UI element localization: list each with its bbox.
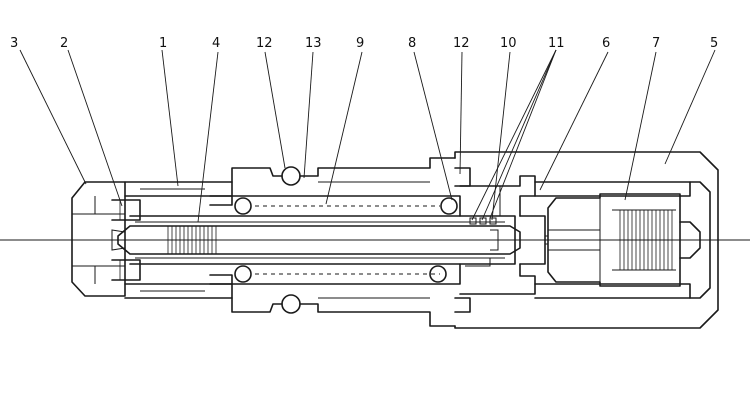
part-6-cap [519, 181, 691, 299]
seal-ring-bottom-left [281, 294, 301, 314]
spindle-threads [167, 226, 217, 254]
o-ring-4 [429, 265, 447, 283]
callout-6: 6 [602, 36, 610, 51]
callout-3: 3 [10, 36, 18, 51]
callout-7: 7 [652, 36, 660, 51]
part-4-spindle [117, 215, 521, 265]
solenoid-windings [619, 210, 673, 270]
callout-10: 10 [500, 36, 517, 51]
o-ring-1 [234, 197, 252, 215]
part-7-solenoid [545, 193, 701, 287]
o-rings [234, 197, 458, 283]
o-ring-2 [440, 197, 458, 215]
part-2-bushing [111, 199, 141, 281]
callout-13: 13 [305, 36, 322, 51]
callout-2: 2 [60, 36, 68, 51]
callout-12-right: 12 [453, 36, 470, 51]
part-9-sleeve [231, 195, 461, 285]
leader-lines [19, 49, 716, 223]
seal-ring-bottom-right [454, 297, 471, 313]
part-11-ball-2 [479, 217, 487, 225]
callout-9: 9 [356, 36, 364, 51]
callout-11: 11 [548, 36, 565, 51]
callout-8: 8 [408, 36, 416, 51]
callout-12-left: 12 [256, 36, 273, 51]
callout-1: 1 [159, 36, 167, 51]
callout-4: 4 [212, 36, 220, 51]
mid-body [231, 157, 456, 327]
callout-5: 5 [710, 36, 718, 51]
part-5-outer-body [454, 151, 719, 329]
part-1-housing [124, 181, 233, 299]
part-3-end-nut [71, 181, 126, 297]
o-ring-3 [234, 265, 252, 283]
part-10-seat [489, 217, 497, 225]
seal-ring-top-right [454, 167, 471, 187]
seal-ring-top-left [281, 166, 301, 186]
callout-labels: 3 2 1 4 12 13 9 8 12 10 11 6 7 5 [10, 36, 718, 51]
